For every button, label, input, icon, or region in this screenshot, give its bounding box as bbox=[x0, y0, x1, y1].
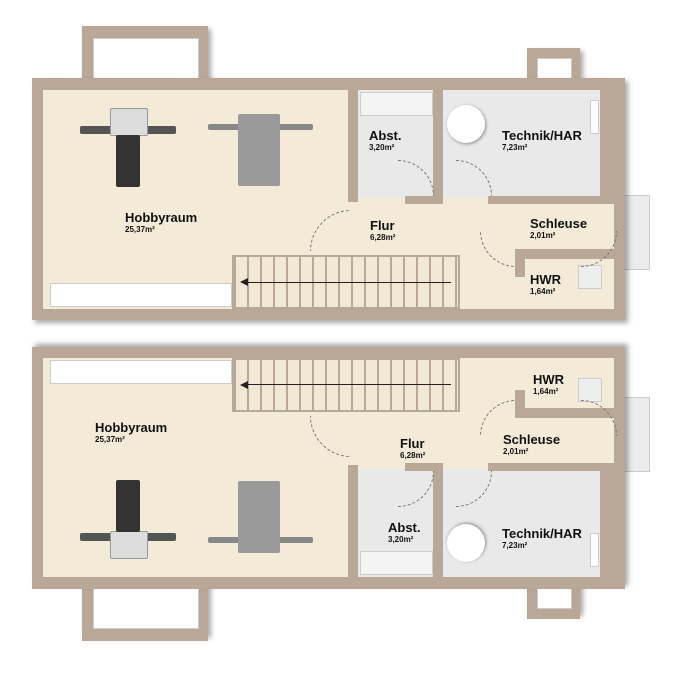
room-area: 7,23m² bbox=[502, 143, 528, 152]
shelf bbox=[50, 360, 232, 384]
room-name: HWR bbox=[530, 272, 562, 287]
room-name: Hobbyraum bbox=[125, 210, 198, 225]
wall bbox=[488, 196, 614, 204]
abst-shelf bbox=[360, 551, 433, 575]
wall bbox=[515, 249, 614, 259]
floor-plan-1 bbox=[0, 20, 683, 320]
room-name: Hobbyraum bbox=[95, 420, 168, 435]
wall bbox=[405, 463, 443, 471]
wall bbox=[600, 469, 614, 577]
weight-machine bbox=[238, 481, 280, 553]
stair-arrow bbox=[246, 282, 451, 283]
wall bbox=[433, 90, 443, 202]
shelf bbox=[50, 283, 232, 307]
room-name: Schleuse bbox=[530, 216, 588, 231]
weight-bench bbox=[116, 480, 140, 532]
stair-arrow bbox=[246, 384, 451, 385]
wall bbox=[515, 390, 525, 408]
room-name: Technik/HAR bbox=[502, 128, 582, 143]
room-name: Flur bbox=[370, 218, 395, 233]
abst-shelf bbox=[360, 92, 433, 116]
room-area: 25,37m² bbox=[95, 435, 125, 444]
room-name: HWR bbox=[533, 372, 565, 387]
bench-rack bbox=[110, 108, 148, 136]
room-area: 1,64m² bbox=[533, 387, 559, 396]
wall bbox=[433, 465, 443, 577]
wall bbox=[405, 196, 443, 204]
room-label-abst: Abst.3,20m² bbox=[369, 128, 402, 152]
weight-machine bbox=[238, 114, 280, 186]
room-name: Abst. bbox=[369, 128, 402, 143]
room-area: 25,37m² bbox=[125, 225, 155, 234]
hwr-appliance bbox=[578, 265, 602, 289]
room-name: Schleuse bbox=[503, 432, 561, 447]
wall bbox=[600, 90, 614, 198]
technik-panel bbox=[590, 533, 599, 567]
arrow-head-icon bbox=[240, 278, 248, 286]
wall bbox=[348, 465, 358, 577]
room-area: 6,28m² bbox=[400, 451, 426, 460]
room-name: Abst. bbox=[388, 520, 421, 535]
room-area: 2,01m² bbox=[503, 447, 529, 456]
bench-rack bbox=[110, 531, 148, 559]
room-area: 6,28m² bbox=[370, 233, 396, 242]
hwr-appliance bbox=[578, 378, 602, 402]
room-name: Technik/HAR bbox=[502, 526, 582, 541]
floor-plan-2 bbox=[0, 347, 683, 647]
tank bbox=[447, 105, 485, 143]
room-area: 3,20m² bbox=[369, 143, 395, 152]
wall bbox=[488, 463, 614, 471]
wall bbox=[515, 259, 525, 277]
arrow-head-icon bbox=[240, 381, 248, 389]
tank bbox=[447, 524, 485, 562]
room-area: 2,01m² bbox=[530, 231, 556, 240]
staircase bbox=[232, 358, 460, 412]
room-label-abst: Abst.3,20m² bbox=[388, 520, 421, 544]
room-name: Flur bbox=[400, 436, 425, 451]
room-area: 3,20m² bbox=[388, 535, 414, 544]
technik-panel bbox=[590, 100, 599, 134]
room-area: 7,23m² bbox=[502, 541, 528, 550]
wall bbox=[348, 90, 358, 202]
weight-bench bbox=[116, 135, 140, 187]
room-area: 1,64m² bbox=[530, 287, 556, 296]
